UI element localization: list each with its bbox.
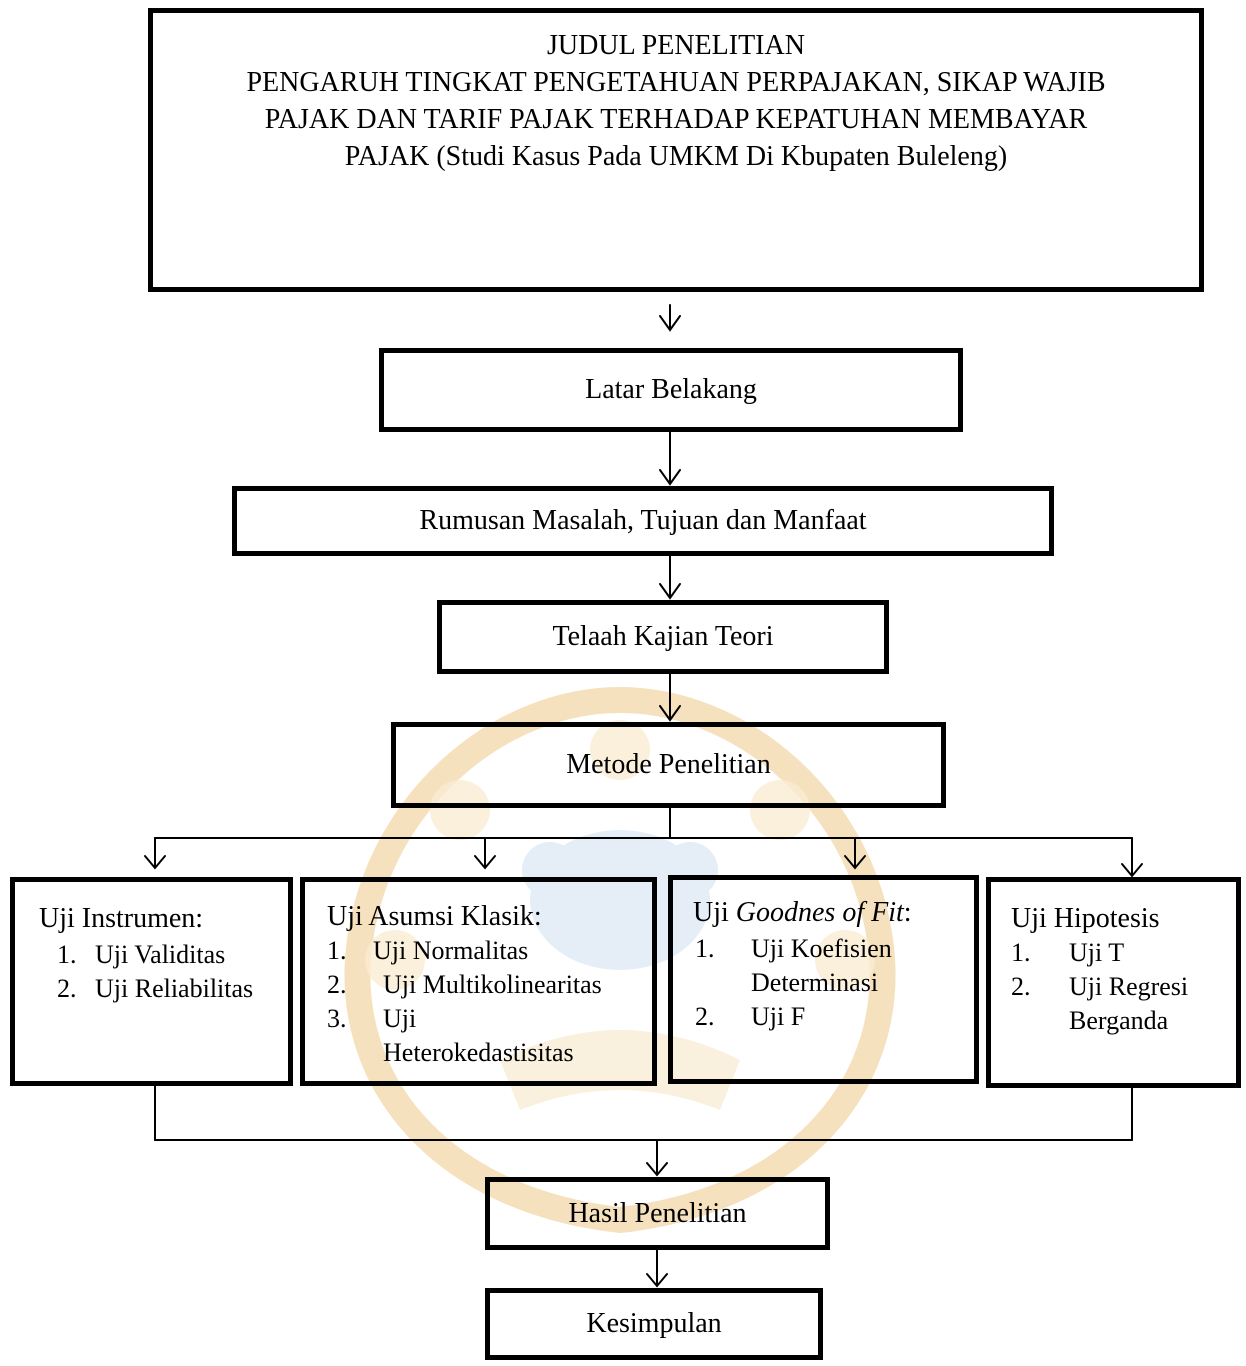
list-item: 1. Uji Normalitas (327, 934, 528, 968)
title-italic: Goodnes of Fit (735, 897, 904, 928)
list-item: 2. Uji Reliabilitas (57, 972, 253, 1006)
list-text: Uji Normalitas (373, 936, 529, 965)
list-text: Berganda (1069, 1006, 1169, 1035)
list-text: Heterokedastisitas (383, 1038, 574, 1067)
list-text: Uji F (751, 1002, 806, 1031)
list-item: 1. Uji Validitas (57, 938, 225, 972)
list-number: 1. (1011, 938, 1031, 967)
card-title: Uji Asumsi Klasik: (327, 901, 542, 932)
step-label: Metode Penelitian (566, 749, 771, 780)
list-number: 1. (57, 940, 77, 969)
step-label: Latar Belakang (585, 374, 757, 405)
list-text: Determinasi (751, 968, 879, 997)
card-title: Uji Goodnes of Fit: (693, 896, 912, 930)
list-text: Uji Koefisien (751, 934, 892, 963)
step-hasil-penelitian: Hasil Penelitian (485, 1177, 830, 1250)
list-item: 1. Uji Koefisien (695, 932, 892, 966)
list-text: Uji Regresi (1069, 972, 1189, 1001)
list-item: 3. Uji (327, 1002, 416, 1036)
step-telaah-kajian-teori: Telaah Kajian Teori (437, 600, 889, 674)
list-item: 1. Uji T (1011, 936, 1124, 970)
card-title: Uji Instrumen: (39, 903, 204, 934)
list-text: Uji T (1069, 938, 1125, 967)
step-label: Hasil Penelitian (568, 1197, 747, 1229)
title-line: PENGARUH TINGKAT PENGETAHUAN PERPAJAKAN,… (246, 67, 1106, 98)
title-line: PAJAK DAN TARIF PAJAK TERHADAP KEPATUHAN… (264, 104, 1088, 135)
step-label: Telaah Kajian Teori (552, 621, 774, 652)
list-text: Uji (383, 1004, 417, 1033)
research-title-box: JUDUL PENELITIAN PENGARUH TINGKAT PENGET… (148, 8, 1204, 292)
list-item-continued: Berganda (1069, 1004, 1168, 1038)
list-text: Uji Multikolinearitas (383, 970, 602, 999)
card-uji-instrumen: Uji Instrumen: 1. Uji Validitas 2. Uji R… (10, 877, 293, 1086)
step-metode-penelitian: Metode Penelitian (391, 722, 946, 808)
card-uji-goodness-of-fit: Uji Goodnes of Fit: 1. Uji Koefisien Det… (668, 875, 979, 1084)
list-number: 1. (695, 934, 715, 963)
title-prefix: Uji (693, 897, 736, 928)
step-latar-belakang: Latar Belakang (379, 348, 963, 432)
university-logo-watermark (344, 686, 896, 1234)
list-number: 3. (327, 1004, 347, 1033)
list-number: 2. (695, 1002, 715, 1031)
list-item-continued: Determinasi (751, 966, 878, 1000)
title-suffix: : (903, 897, 912, 928)
list-number: 2. (1011, 972, 1031, 1001)
list-item-continued: Heterokedastisitas (383, 1036, 574, 1070)
list-number: 2. (327, 970, 347, 999)
list-item: 2. Uji Regresi (1011, 970, 1188, 1004)
step-label: Rumusan Masalah, Tujuan dan Manfaat (419, 505, 867, 536)
step-rumusan-masalah: Rumusan Masalah, Tujuan dan Manfaat (232, 486, 1054, 556)
title-heading: JUDUL PENELITIAN (547, 30, 805, 61)
step-kesimpulan: Kesimpulan (485, 1288, 823, 1360)
list-item: 2. Uji Multikolinearitas (327, 968, 602, 1002)
card-uji-asumsi-klasik: Uji Asumsi Klasik: 1. Uji Normalitas 2. … (300, 877, 657, 1086)
title-line: PAJAK (Studi Kasus Pada UMKM Di Kbupaten… (344, 141, 1008, 172)
list-number: 1. (327, 936, 347, 965)
list-item: 2. Uji F (695, 1000, 805, 1034)
card-title: Uji Hipotesis (1011, 903, 1160, 934)
list-number: 2. (57, 974, 77, 1003)
step-label: Kesimpulan (586, 1308, 722, 1339)
card-uji-hipotesis: Uji Hipotesis 1. Uji T 2. Uji Regresi Be… (986, 877, 1241, 1088)
list-text: Uji Reliabilitas (95, 974, 254, 1003)
list-text: Uji Validitas (95, 940, 226, 969)
